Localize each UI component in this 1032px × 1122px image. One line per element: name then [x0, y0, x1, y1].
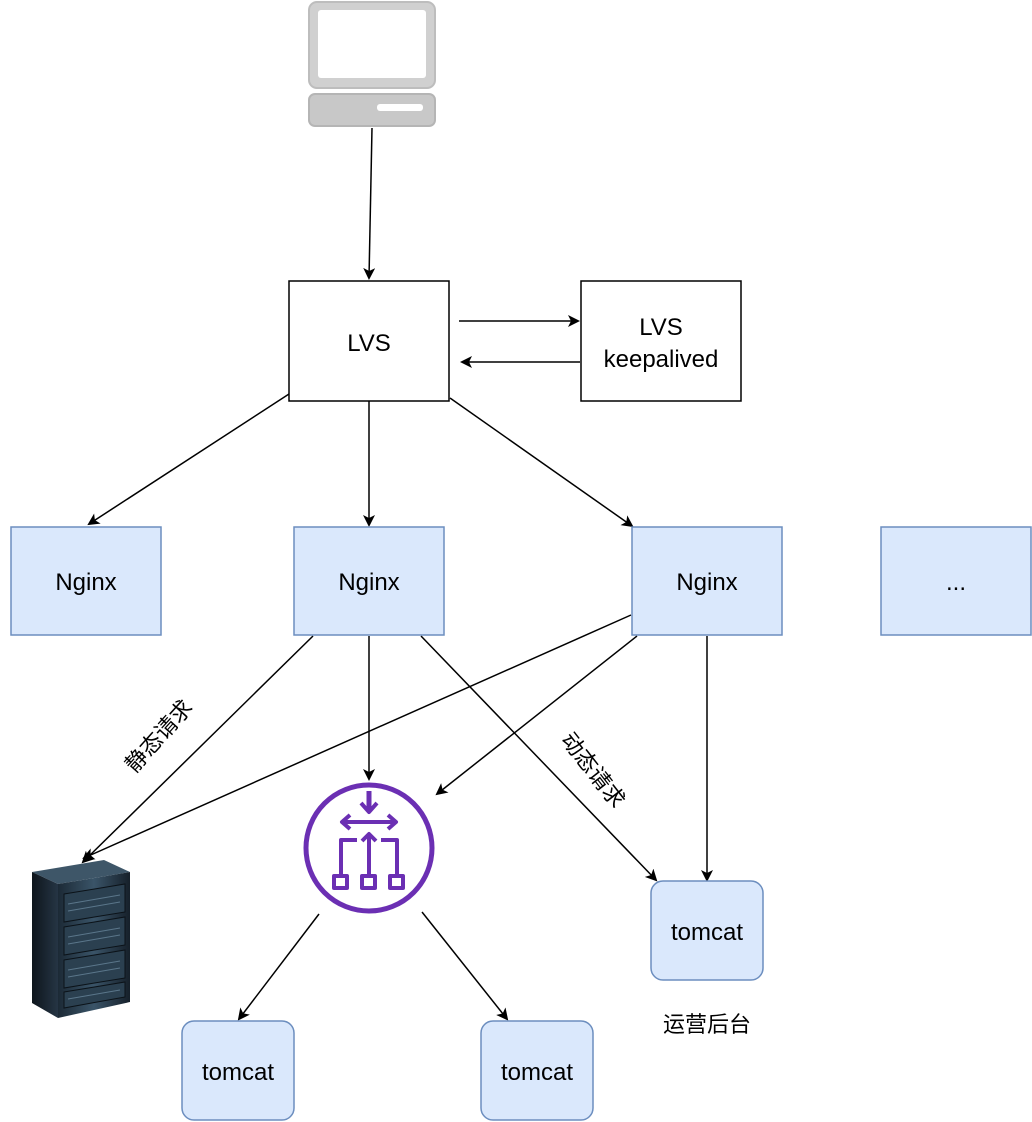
nginx-node-1[interactable]: Nginx — [10, 526, 162, 636]
nginx-2-label: Nginx — [338, 569, 399, 596]
lvs-keepalived-label-line1: LVS — [639, 314, 683, 341]
edge-nginx2-to-tomcat-admin — [420, 635, 658, 882]
tomcat-node-admin[interactable]: tomcat — [650, 880, 764, 981]
tomcat-right-label: tomcat — [501, 1059, 573, 1086]
edge-lb-to-tomcat-left — [237, 913, 320, 1021]
tomcat-left-label: tomcat — [202, 1059, 274, 1086]
tomcat-node-right[interactable]: tomcat — [480, 1020, 594, 1121]
edge-nginx2-to-static — [81, 635, 314, 864]
lvs-node[interactable]: LVS — [288, 280, 450, 402]
nginx-node-3[interactable]: Nginx — [631, 526, 783, 636]
nginx-3-label: Nginx — [676, 569, 737, 596]
tomcat-node-left[interactable]: tomcat — [181, 1020, 295, 1121]
nginx-node-more[interactable]: ... — [880, 526, 1032, 636]
connections — [81, 127, 713, 1021]
tomcat-admin-label: tomcat — [671, 919, 743, 946]
dynamic-request-label: 动态请求 — [555, 728, 629, 813]
edge-nginx3-to-static — [82, 614, 632, 860]
load-balancer-icon — [303, 782, 435, 914]
nginx-node-2[interactable]: Nginx — [293, 526, 445, 636]
lvs-label: LVS — [347, 330, 391, 357]
lvs-keepalived-label-line2: keepalived — [604, 346, 719, 373]
lvs-keepalived-node[interactable]: LVS keepalived — [580, 280, 742, 402]
edge-nginx3-to-lb — [435, 635, 638, 796]
edge-lvs-to-nginx-3 — [449, 397, 634, 528]
server-rack-icon — [32, 860, 130, 1018]
ops-backend-label: 运营后台 — [663, 1013, 751, 1038]
static-request-label: 静态请求 — [121, 696, 198, 778]
desktop-computer-icon — [308, 1, 436, 127]
edge-client-to-lvs — [363, 127, 376, 280]
edge-lvs-to-nginx-1 — [87, 393, 290, 526]
edge-lb-to-tomcat-right — [421, 911, 509, 1021]
nginx-1-label: Nginx — [55, 569, 116, 596]
nginx-more-label: ... — [946, 569, 966, 596]
